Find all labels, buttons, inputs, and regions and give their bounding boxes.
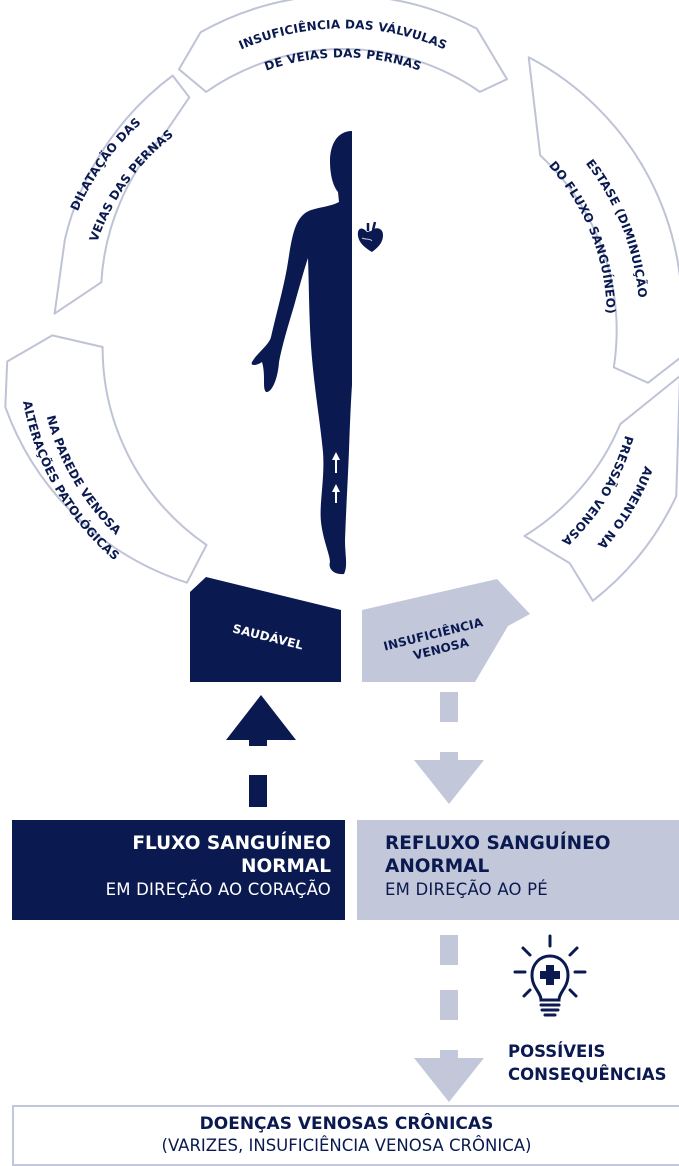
segment-insuficiencia-valvulas xyxy=(178,0,508,93)
reflux-vein-arrows xyxy=(364,428,378,520)
segment-aumento-pressao xyxy=(523,375,679,602)
segment-alteracoes xyxy=(4,334,208,584)
consequences-line2: CONSEQUÊNCIAS xyxy=(508,1065,667,1084)
normal-flow-title-line1: FLUXO SANGUÍNEO xyxy=(132,833,331,854)
body-silhouette xyxy=(251,131,352,575)
normal-flow-title-line2: NORMAL xyxy=(241,856,331,877)
chronic-diseases-box: DOENÇAS VENOSAS CRÔNICAS (VARIZES, INSUF… xyxy=(12,1105,679,1166)
down-arrow-icon xyxy=(414,692,484,804)
chronic-diseases-title: DOENÇAS VENOSAS CRÔNICAS xyxy=(199,1114,494,1134)
abnormal-flow-title-line1: REFLUXO SANGUÍNEO xyxy=(385,833,611,854)
segment-saudavel xyxy=(190,577,341,682)
segment-insuficiencia-venosa xyxy=(362,579,530,682)
cycle-ring xyxy=(4,0,679,602)
normal-flow-box: FLUXO SANGUÍNEO NORMAL EM DIREÇÃO AO COR… xyxy=(12,820,345,920)
abnormal-flow-subtitle: EM DIREÇÃO AO PÉ xyxy=(385,880,548,899)
normal-flow-subtitle: EM DIREÇÃO AO CORAÇÃO xyxy=(105,880,331,899)
body-silhouette-right xyxy=(252,131,453,574)
consequences-label: POSSÍVEIS CONSEQUÊNCIAS xyxy=(508,1040,667,1086)
human-body-icon xyxy=(251,131,453,575)
down-arrow-icon-lower xyxy=(414,935,484,1102)
segment-dilatacao xyxy=(53,74,191,315)
abnormal-flow-title-line2: ANORMAL xyxy=(385,856,490,877)
heart-icon xyxy=(357,221,383,252)
up-arrow-icon xyxy=(226,695,296,807)
lightbulb-medical-cross-icon xyxy=(513,934,587,1017)
healthy-vein-arrows xyxy=(332,452,340,503)
chronic-diseases-subtitle: (VARIZES, INSUFICIÊNCIA VENOSA CRÔNICA) xyxy=(161,1136,532,1155)
consequences-line1: POSSÍVEIS xyxy=(508,1042,606,1061)
segment-estase xyxy=(527,56,679,384)
abnormal-flow-box: REFLUXO SANGUÍNEO ANORMAL EM DIREÇÃO AO … xyxy=(357,820,679,920)
